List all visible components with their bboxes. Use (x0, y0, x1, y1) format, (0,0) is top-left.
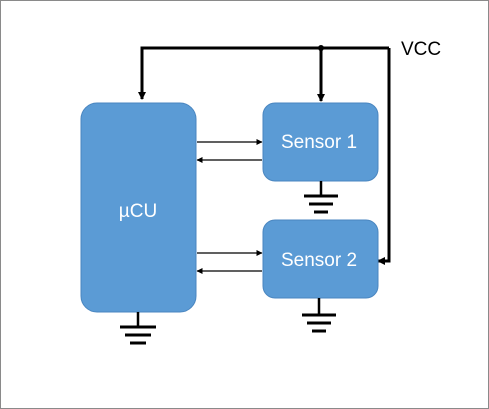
sensor2-label: Sensor 2 (281, 250, 357, 271)
sensor1-data-lines (196, 139, 263, 163)
sensor1-block: Sensor 1 (262, 102, 379, 182)
sensor2-data-lines (196, 250, 263, 274)
sensor2-ground-icon (302, 298, 336, 333)
mcu-label: µCU (119, 201, 157, 222)
mcu-block: µCU (80, 102, 197, 313)
vcc-main-line (138, 46, 389, 100)
sensor1-label: Sensor 1 (281, 132, 357, 153)
vcc-junction-dot (318, 45, 324, 51)
vcc-bus (138, 46, 391, 265)
vcc-label: VCC (401, 39, 441, 60)
sensor1-ground-icon (304, 181, 338, 214)
sensor2-block: Sensor 2 (262, 219, 379, 299)
mcu-ground-icon (120, 312, 156, 345)
vcc-sensor2-feed (377, 48, 391, 265)
